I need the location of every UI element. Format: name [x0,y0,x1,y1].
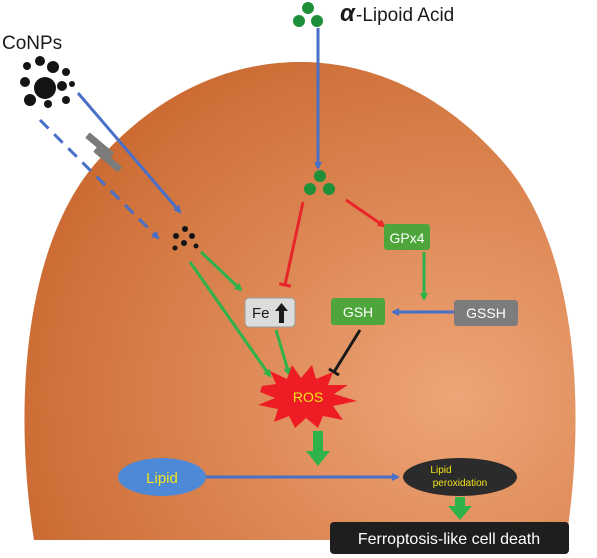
internalized-nanoparticles [172,226,199,251]
lipoid-acid-label: -Lipoid Acid [356,5,454,26]
gsh-label: GSH [343,304,373,320]
gpx4-box [384,224,430,250]
ros-to-peroxidation-arrow [306,431,330,466]
gsh-box [331,298,385,325]
lipid-peroxidation-label-line2: peroxidation [433,478,487,489]
conps-label: CoNPs [2,33,62,54]
conps-direct-entry-arrow [76,92,182,214]
lipoid-to-gpx4-arrow [345,198,386,228]
alpha-lipoid-acid-particles [293,2,323,27]
gsh-inhibits-ros [328,329,362,377]
ferroptosis-outcome-label: Ferroptosis-like cell death [358,531,540,548]
up-arrow-icon [275,303,288,323]
peroxidation-to-death-arrow [448,497,472,520]
lipid-node [118,458,206,496]
lipid-label: Lipid [146,470,178,487]
gssh-box [454,300,518,326]
ros-label: ROS [293,389,323,405]
fe-label: Fe [252,305,270,322]
intracellular-lipoid-acid [304,170,335,195]
conps-channel-entry-arrow [38,118,160,240]
lipid-peroxidation-label-line1: Lipid [430,465,451,476]
gpx4-label: GPx4 [389,230,424,246]
lipid-peroxidation-node [403,458,517,496]
ros-burst [258,365,357,428]
membrane-channel [85,132,122,172]
nano-to-fe-arrow [199,250,243,292]
conps-nanoparticle-cluster [20,56,75,108]
fe-to-ros-arrow [274,329,292,376]
lipoid-inhibits-fe [278,201,305,288]
ferroptosis-outcome-box [330,522,569,554]
gssh-label: GSSH [466,305,506,321]
nano-to-ros-arrow [188,261,272,378]
cell-membrane [24,62,576,540]
alpha-symbol: α [340,0,356,27]
